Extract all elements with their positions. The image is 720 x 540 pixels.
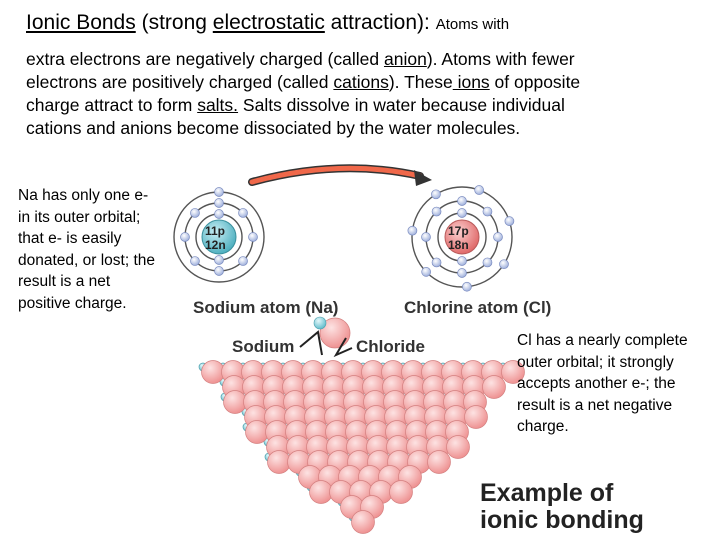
para-text: electrons are positively charged (called <box>26 72 334 92</box>
term-ions: ions <box>452 72 490 92</box>
intro-paragraph: extra electrons are negatively charged (… <box>26 48 716 140</box>
electron <box>457 268 467 278</box>
electron <box>214 198 224 208</box>
chloride-lattice-label: Chloride <box>356 337 425 356</box>
caption-line-2: ionic bonding <box>480 506 644 534</box>
caption-line-1: Example of <box>480 479 614 507</box>
electron <box>457 208 467 218</box>
chloride-ion <box>223 390 247 414</box>
para-text: of opposite <box>489 72 581 92</box>
chloride-ion <box>309 480 333 504</box>
electron <box>421 232 431 242</box>
chloride-ion <box>427 450 451 474</box>
title-text-4: attraction): <box>324 11 436 34</box>
para-line-2: electrons are positively charged (called… <box>26 71 716 94</box>
electron <box>493 232 503 242</box>
electron <box>238 208 248 218</box>
electron <box>462 281 472 292</box>
sodium-nucleus <box>201 219 237 255</box>
title-text-2: (strong <box>135 11 213 34</box>
electron <box>214 266 224 276</box>
electron <box>431 257 442 268</box>
sodium-explanation: Na has only one e- in its outer orbital;… <box>18 187 156 312</box>
para-text: ). These <box>388 72 453 92</box>
title-ionic-bonds: Ionic Bonds <box>26 11 136 34</box>
para-line-4: cations and anions become dissociated by… <box>26 118 521 138</box>
electron <box>504 216 515 226</box>
electron <box>431 189 441 200</box>
electron <box>499 259 509 270</box>
term-anion: anion <box>383 49 427 69</box>
electron <box>214 187 224 197</box>
lattice-labels: Sodium Chloride <box>232 316 425 358</box>
chlorine-electrons <box>407 185 515 292</box>
chloride-ion <box>389 480 413 504</box>
chlorine-atom-diagram: 17p 18n <box>407 185 515 292</box>
chlorine-nucleus <box>444 219 480 255</box>
electron <box>482 206 493 217</box>
figure-caption: Example of ionic bonding <box>480 480 644 534</box>
sodium-ion-detached <box>313 316 327 330</box>
electron <box>248 232 258 242</box>
sodium-protons: 11p <box>205 224 225 238</box>
sodium-atom-label: Sodium atom (Na) <box>193 298 338 317</box>
sodium-lattice-label: Sodium <box>232 337 294 356</box>
title-small-text: Atoms with <box>435 16 510 33</box>
electron <box>407 225 418 236</box>
para-text: extra electrons are negatively charged (… <box>26 49 384 69</box>
para-line-1: extra electrons are negatively charged (… <box>26 48 716 71</box>
chloride-ion <box>351 510 375 534</box>
chloride-ion <box>267 450 291 474</box>
chloride-ion <box>446 435 470 459</box>
electron <box>190 208 200 218</box>
electron <box>190 256 200 266</box>
electron <box>214 209 224 219</box>
para-line-3: charge attract to form salts. Salts diss… <box>26 94 716 117</box>
chloride-ion <box>245 420 269 444</box>
title-electrostatic: electrostatic <box>212 11 325 34</box>
chloride-ion <box>482 375 506 399</box>
chlorine-atom-label: Chlorine atom (Cl) <box>404 298 551 317</box>
electron <box>474 185 484 195</box>
electron <box>180 232 190 242</box>
chloride-ion <box>201 360 225 384</box>
sodium-neutrons: 12n <box>205 238 226 252</box>
electron <box>421 267 432 277</box>
chloride-ion <box>464 405 488 429</box>
chlorine-neutrons: 18n <box>448 238 469 252</box>
chloride-ion <box>501 360 525 384</box>
electron-transfer-arrow <box>248 164 432 186</box>
sodium-electrons <box>180 187 258 276</box>
para-text: Salts dissolve in water because individu… <box>238 95 565 115</box>
electron <box>214 255 224 265</box>
electron <box>457 196 467 206</box>
para-text: charge attract to form <box>26 95 198 115</box>
salt-crystal-lattice <box>198 360 525 534</box>
electron <box>482 257 493 268</box>
electron <box>431 206 442 217</box>
chlorine-explanation: Cl has a nearly complete outer orbital; … <box>517 332 688 436</box>
slide-title: Ionic Bonds (strong electrostatic attrac… <box>26 10 716 37</box>
electron <box>457 256 467 266</box>
para-text: ). Atoms with fewer <box>426 49 575 69</box>
sodium-atom-diagram: 11p 12n <box>173 187 265 283</box>
electron <box>238 256 248 266</box>
chloride-ion-detached <box>319 317 351 349</box>
term-salts: salts. <box>197 95 239 115</box>
term-cations: cations <box>333 72 389 92</box>
chlorine-protons: 17p <box>448 224 469 238</box>
